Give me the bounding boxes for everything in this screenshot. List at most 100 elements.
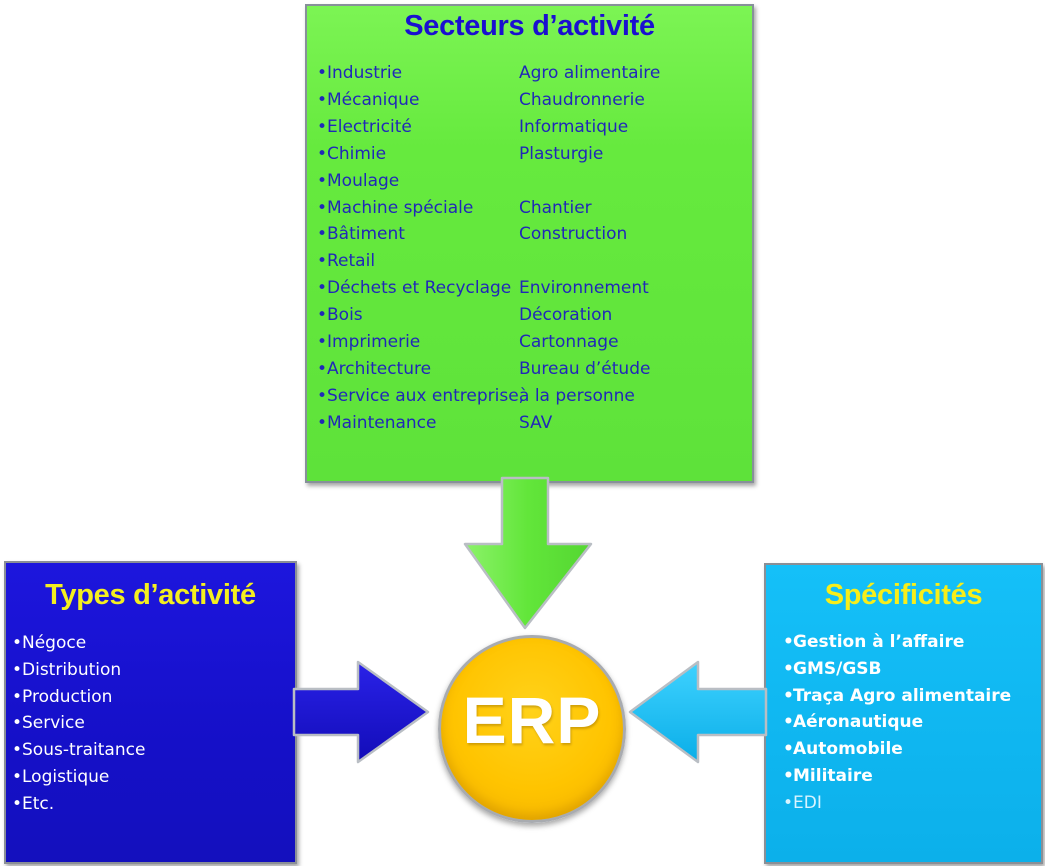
- bullet-icon: •: [12, 633, 23, 653]
- type-item: •Logistique: [12, 764, 145, 791]
- type-item: •Etc.: [12, 791, 145, 818]
- sector-item-secondary: Chantier: [519, 197, 592, 218]
- bullet-icon: •: [317, 358, 328, 379]
- sector-item-label: Bois: [327, 305, 363, 326]
- sector-row: •Retail: [317, 248, 660, 275]
- sector-item: •Chimie: [317, 141, 519, 168]
- specificity-item-label: Militaire: [793, 765, 873, 786]
- specificity-item-label: Gestion à l’affaire: [793, 632, 965, 652]
- sector-item-secondary: Chaudronnerie: [519, 89, 645, 110]
- specificity-item: •Aéronautique: [783, 709, 1011, 736]
- type-item-label: Service: [22, 713, 85, 734]
- arrow-down-icon: [463, 476, 593, 630]
- specificity-item: •GMS/GSB: [783, 656, 1011, 683]
- sector-item-label: Mécanique: [327, 89, 420, 110]
- type-item-label: Etc.: [22, 793, 55, 814]
- type-item-label: Distribution: [22, 659, 122, 680]
- bullet-icon: •: [317, 197, 328, 218]
- bullet-icon: •: [12, 740, 23, 761]
- sector-item: •Moulage: [317, 168, 519, 195]
- sector-item-label: Bâtiment: [327, 224, 405, 245]
- sector-item-secondary: Bureau d’étude: [519, 358, 651, 379]
- sector-item-label: Maintenance: [327, 412, 437, 433]
- type-item-label: Production: [22, 686, 113, 707]
- sector-item-label: Architecture: [327, 358, 432, 379]
- type-item: •Service: [12, 710, 145, 737]
- bullet-icon: •: [317, 251, 328, 272]
- sector-row: •Moulage: [317, 168, 660, 195]
- bullet-icon: •: [12, 686, 23, 707]
- specificities-title: Spécificités: [824, 579, 983, 611]
- sector-item: •Maintenance: [317, 410, 519, 437]
- types-title: Types d’activité: [45, 579, 256, 611]
- specificity-item-label: Traça Agro alimentaire: [793, 685, 1012, 706]
- sector-item-secondary: Décoration: [519, 305, 613, 326]
- type-item-label: Logistique: [22, 766, 110, 787]
- bullet-icon: •: [12, 793, 23, 814]
- arrow-right-icon: [292, 660, 430, 764]
- sector-item-secondary: Plasturgie: [519, 143, 604, 164]
- sector-item-secondary: Agro alimentaire: [519, 63, 661, 83]
- sector-item-label: Imprimerie: [327, 332, 421, 353]
- bullet-icon: •: [783, 632, 794, 652]
- bullet-icon: •: [783, 765, 794, 786]
- bullet-icon: •: [783, 792, 794, 813]
- bullet-icon: •: [317, 224, 328, 245]
- specificity-item-label: Aéronautique: [793, 712, 924, 733]
- sector-item-secondary: Construction: [519, 224, 628, 245]
- bullet-icon: •: [317, 63, 328, 83]
- bullet-icon: •: [317, 385, 328, 406]
- bullet-icon: •: [317, 143, 328, 164]
- sector-item: •Architecture: [317, 356, 519, 383]
- sector-item-secondary: SAV: [519, 412, 553, 433]
- sector-item-secondary: Informatique: [519, 116, 629, 137]
- sector-item-secondary: Environnement: [519, 278, 649, 299]
- sector-item: •Bois: [317, 302, 519, 329]
- sector-item: •Bâtiment: [317, 221, 519, 248]
- sector-item: •Electricité: [317, 114, 519, 141]
- sector-item-label: Déchets et Recyclage: [327, 278, 512, 299]
- sector-item: •Imprimerie: [317, 329, 519, 356]
- sector-item-label: Chimie: [327, 143, 387, 164]
- erp-label: ERP: [462, 683, 602, 757]
- arrow-left-icon: [628, 660, 768, 764]
- type-item: •Distribution: [12, 657, 145, 684]
- type-item-label: Sous-traitance: [22, 740, 146, 761]
- specificity-item: •Automobile: [783, 736, 1011, 763]
- bullet-icon: •: [317, 332, 328, 353]
- erp-circle: ERP: [438, 635, 626, 823]
- sector-item: •Service aux entreprise,: [317, 383, 524, 410]
- bullet-icon: •: [783, 658, 794, 679]
- types-box: Types d’activité: [4, 561, 297, 864]
- types-list: •Négoce•Distribution•Production•Service•…: [12, 630, 145, 818]
- bullet-icon: •: [317, 278, 328, 299]
- specificity-item: •Gestion à l’affaire: [783, 629, 1011, 656]
- bullet-icon: •: [12, 766, 23, 787]
- sector-item: •Retail: [317, 248, 519, 275]
- specificity-item-label: EDI: [793, 792, 822, 813]
- sector-item: •Mécanique: [317, 87, 519, 114]
- type-item: •Production: [12, 684, 145, 711]
- bullet-icon: •: [12, 659, 23, 680]
- sector-item-label: Electricité: [327, 116, 412, 137]
- bullet-icon: •: [317, 89, 328, 110]
- bullet-icon: •: [317, 305, 328, 326]
- sector-row: •Déchets et Recyclage Environnement: [317, 275, 660, 302]
- sector-item-secondary: à la personne: [519, 385, 635, 406]
- type-item-label: Négoce: [22, 633, 87, 653]
- sector-item: •Industrie: [317, 60, 519, 87]
- specificity-item: •EDI: [783, 790, 1011, 817]
- type-item: •Sous-traitance: [12, 737, 145, 764]
- sector-item-label: Retail: [327, 251, 376, 272]
- sectors-title: Secteurs d’activité: [404, 10, 655, 42]
